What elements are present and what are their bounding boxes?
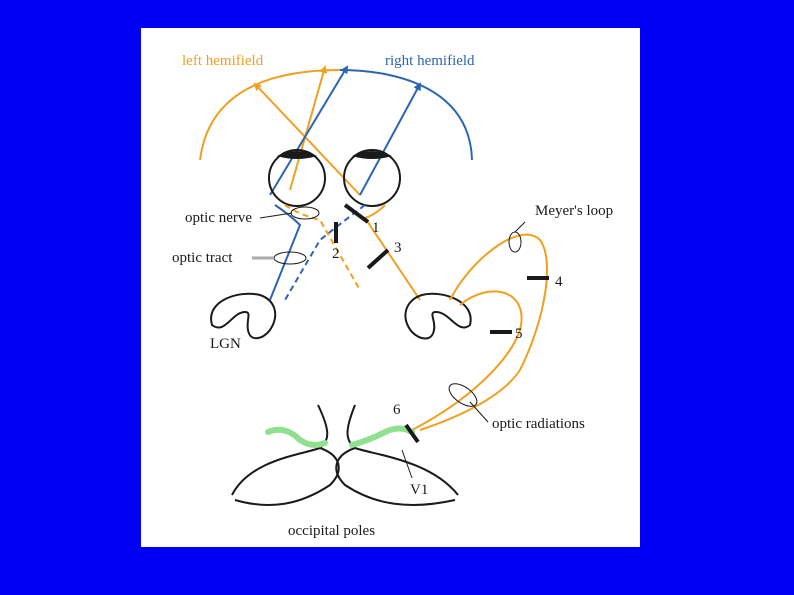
- ray-blue-1: [269, 65, 349, 196]
- lesion-label-1: 1: [372, 220, 380, 236]
- lesion-label-6: 6: [393, 402, 401, 418]
- left-optic-nerve-orange: [284, 204, 361, 291]
- lgn-left: [210, 292, 277, 340]
- ray-orange-2: [289, 65, 328, 191]
- ray-orange-1: [253, 82, 361, 196]
- lgn-label: LGN: [210, 336, 241, 352]
- v1-right: [349, 425, 415, 448]
- lesion-marker-1: [343, 203, 370, 224]
- optic-nerve-label: optic nerve: [185, 210, 252, 226]
- optic-nerve-pointer: [290, 206, 320, 220]
- lesion-label-2: 2: [332, 246, 340, 262]
- left-eye: [268, 149, 326, 207]
- v1-leader: [401, 449, 413, 479]
- occipital-pole-left: [231, 404, 340, 506]
- optic-nerve-leader: [259, 212, 293, 219]
- left-hemifield-label: left hemifield: [182, 53, 264, 69]
- meyers-loop-pointer: [508, 231, 522, 253]
- occipital-pole-right: [335, 404, 459, 506]
- optic-radiations-leader: [469, 401, 489, 423]
- v1-label: V1: [410, 482, 428, 498]
- lesion-marker-3: [366, 248, 390, 270]
- lesion-label-4: 4: [555, 274, 563, 290]
- diagram-panel: [141, 28, 640, 547]
- optic-radiations-pointer: [448, 383, 478, 407]
- meyers-loop-label: Meyer's loop: [535, 203, 613, 219]
- optic-radiations-label: optic radiations: [492, 416, 585, 432]
- lesion-marker-6: [404, 423, 420, 444]
- v1-left: [265, 426, 328, 448]
- lesion-label-5: 5: [515, 326, 523, 342]
- meyers-loop: [419, 233, 549, 431]
- lesion-label-3: 3: [394, 240, 402, 256]
- optic-tract-pointer: [273, 251, 307, 265]
- right-hemifield-label: right hemifield: [385, 53, 475, 69]
- right-hemifield-arc: [339, 69, 473, 161]
- left-optic-nerve-blue: [269, 204, 302, 301]
- optic-tract-label: optic tract: [172, 250, 233, 266]
- right-optic-nerve-blue: [284, 204, 366, 301]
- ray-blue-2: [359, 82, 421, 196]
- optic-radiation-main: [411, 290, 523, 431]
- lgn-right: [404, 292, 472, 340]
- meyers-loop-leader: [514, 221, 526, 233]
- right-eye: [343, 149, 401, 207]
- occipital-poles-label: occipital poles: [288, 523, 375, 539]
